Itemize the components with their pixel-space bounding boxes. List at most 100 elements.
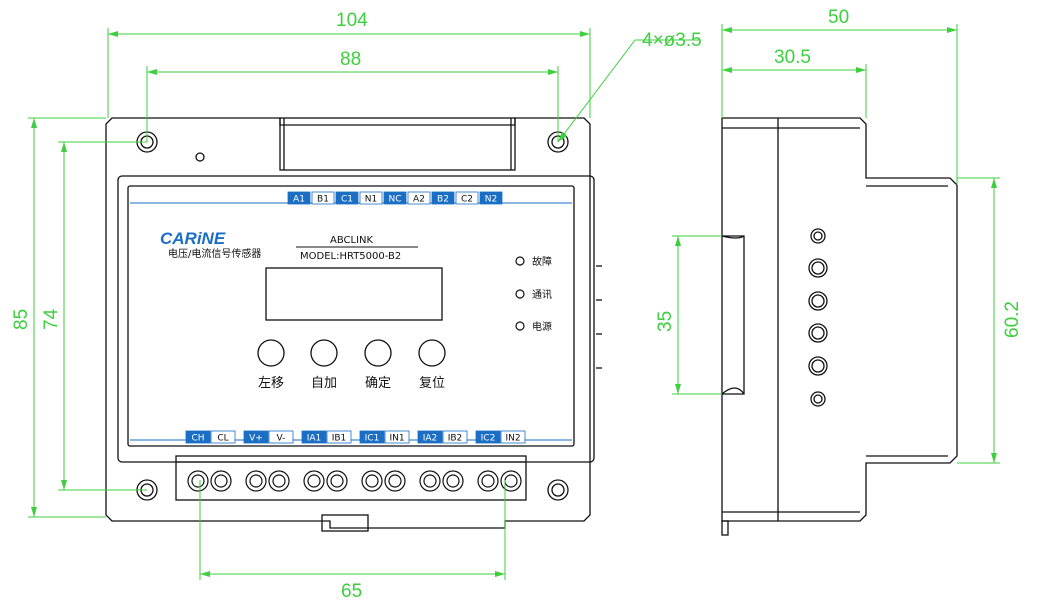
dim-side-body-height: 60.2 xyxy=(1002,301,1023,338)
terminal-tag xyxy=(210,430,236,444)
terminal-tag xyxy=(287,191,311,205)
indicator-group: 故障 通讯 电源 xyxy=(515,255,552,333)
terminal-tag xyxy=(479,191,503,205)
terminal-screw xyxy=(307,474,321,488)
terminal-tag xyxy=(301,430,327,444)
front-housing xyxy=(117,175,595,463)
terminal-screw xyxy=(330,474,344,488)
terminal-label: CL xyxy=(217,434,228,444)
terminal-label: B1 xyxy=(317,195,329,205)
indicator-fault-label: 故障 xyxy=(532,255,552,268)
side-body-outline xyxy=(721,117,958,522)
display-window xyxy=(265,267,443,321)
terminal-screw xyxy=(388,474,402,488)
indicator-power-label: 电源 xyxy=(532,320,552,333)
terminal-label: IA2 xyxy=(423,434,438,444)
dim-terminal-span: 65 xyxy=(341,581,362,602)
reset-button[interactable] xyxy=(418,339,446,367)
terminal-label: V- xyxy=(277,434,286,444)
terminal-screw xyxy=(303,470,325,492)
terminal-screw xyxy=(187,470,209,492)
button-label-reset: 复位 xyxy=(419,376,445,391)
bottom-clip xyxy=(321,514,369,532)
terminal-screw xyxy=(384,470,406,492)
terminal-tag xyxy=(475,430,501,444)
mounting-holes xyxy=(136,131,569,501)
terminal-screw xyxy=(419,470,441,492)
dim-side-step: 30.5 xyxy=(774,47,811,68)
terminal-tag xyxy=(311,191,335,205)
fault-led xyxy=(515,256,525,266)
front-view xyxy=(105,117,602,532)
terminal-label: IC1 xyxy=(365,434,380,444)
terminal-screw xyxy=(326,470,348,492)
terminal-tag xyxy=(359,191,383,205)
side-dimension-arrows xyxy=(675,27,997,463)
comm-led xyxy=(515,289,525,299)
dim-hole-spacing-x: 88 xyxy=(340,49,361,70)
terminal-label: NC xyxy=(388,195,401,205)
terminal-screw xyxy=(365,474,379,488)
reference-dot xyxy=(195,152,205,162)
dim-overall-width: 104 xyxy=(336,10,368,31)
terminal-screws xyxy=(187,470,522,492)
terminal-tag xyxy=(185,430,211,444)
mounting-hole xyxy=(547,479,569,501)
terminal-tag xyxy=(455,191,479,205)
terminal-screw xyxy=(214,474,228,488)
terminal-label: IC2 xyxy=(481,434,496,444)
terminal-tag xyxy=(384,430,410,444)
terminal-screw xyxy=(500,470,522,492)
terminal-screw xyxy=(504,474,518,488)
front-dimension-arrows xyxy=(31,31,590,577)
terminal-tag xyxy=(243,430,269,444)
terminal-label: CH xyxy=(191,434,204,444)
maker-name: ABCLINK xyxy=(330,235,374,246)
terminal-label: C1 xyxy=(341,195,353,205)
terminal-label: IB1 xyxy=(332,434,347,444)
terminal-label: IN2 xyxy=(505,434,520,444)
terminal-label: B2 xyxy=(437,195,449,205)
dim-hole-spec: 4×ø3.5 xyxy=(642,30,702,51)
din-rail-groove xyxy=(722,235,745,395)
terminal-tag xyxy=(268,430,294,444)
power-led xyxy=(515,321,525,331)
left-shift-button[interactable] xyxy=(257,339,285,367)
brand-logo: CARiNE xyxy=(160,229,226,248)
terminal-tag xyxy=(383,191,407,205)
increment-button[interactable] xyxy=(310,339,338,367)
model-number: MODEL:HRT5000-B2 xyxy=(300,251,401,262)
terminal-tag xyxy=(326,430,352,444)
dim-hole-spacing-y: 74 xyxy=(41,308,62,330)
side-foot xyxy=(721,520,729,536)
terminal-label: N1 xyxy=(365,195,377,205)
side-dimensions xyxy=(672,24,1000,464)
terminal-label: IA1 xyxy=(307,434,322,444)
terminal-screw xyxy=(446,474,460,488)
terminal-label: C2 xyxy=(461,195,473,205)
terminal-screw xyxy=(361,470,383,492)
terminal-screw xyxy=(268,470,290,492)
button-label-increment: 自加 xyxy=(311,376,337,391)
terminal-screw xyxy=(245,470,267,492)
terminal-label: A1 xyxy=(293,195,305,205)
terminal-screw xyxy=(210,470,232,492)
terminal-label: N2 xyxy=(485,195,497,205)
confirm-button[interactable] xyxy=(364,339,392,367)
terminal-tag xyxy=(359,430,385,444)
terminal-block xyxy=(175,455,527,501)
front-dimensions xyxy=(28,28,700,580)
terminal-tag xyxy=(417,430,443,444)
terminal-screw xyxy=(272,474,286,488)
button-group xyxy=(257,339,446,367)
terminal-label: IB2 xyxy=(448,434,463,444)
dim-overall-height: 85 xyxy=(11,309,32,330)
terminal-screw xyxy=(191,474,205,488)
top-latch xyxy=(279,117,516,171)
dim-rail-height: 35 xyxy=(655,311,676,332)
button-label-left-shift: 左移 xyxy=(258,376,284,391)
